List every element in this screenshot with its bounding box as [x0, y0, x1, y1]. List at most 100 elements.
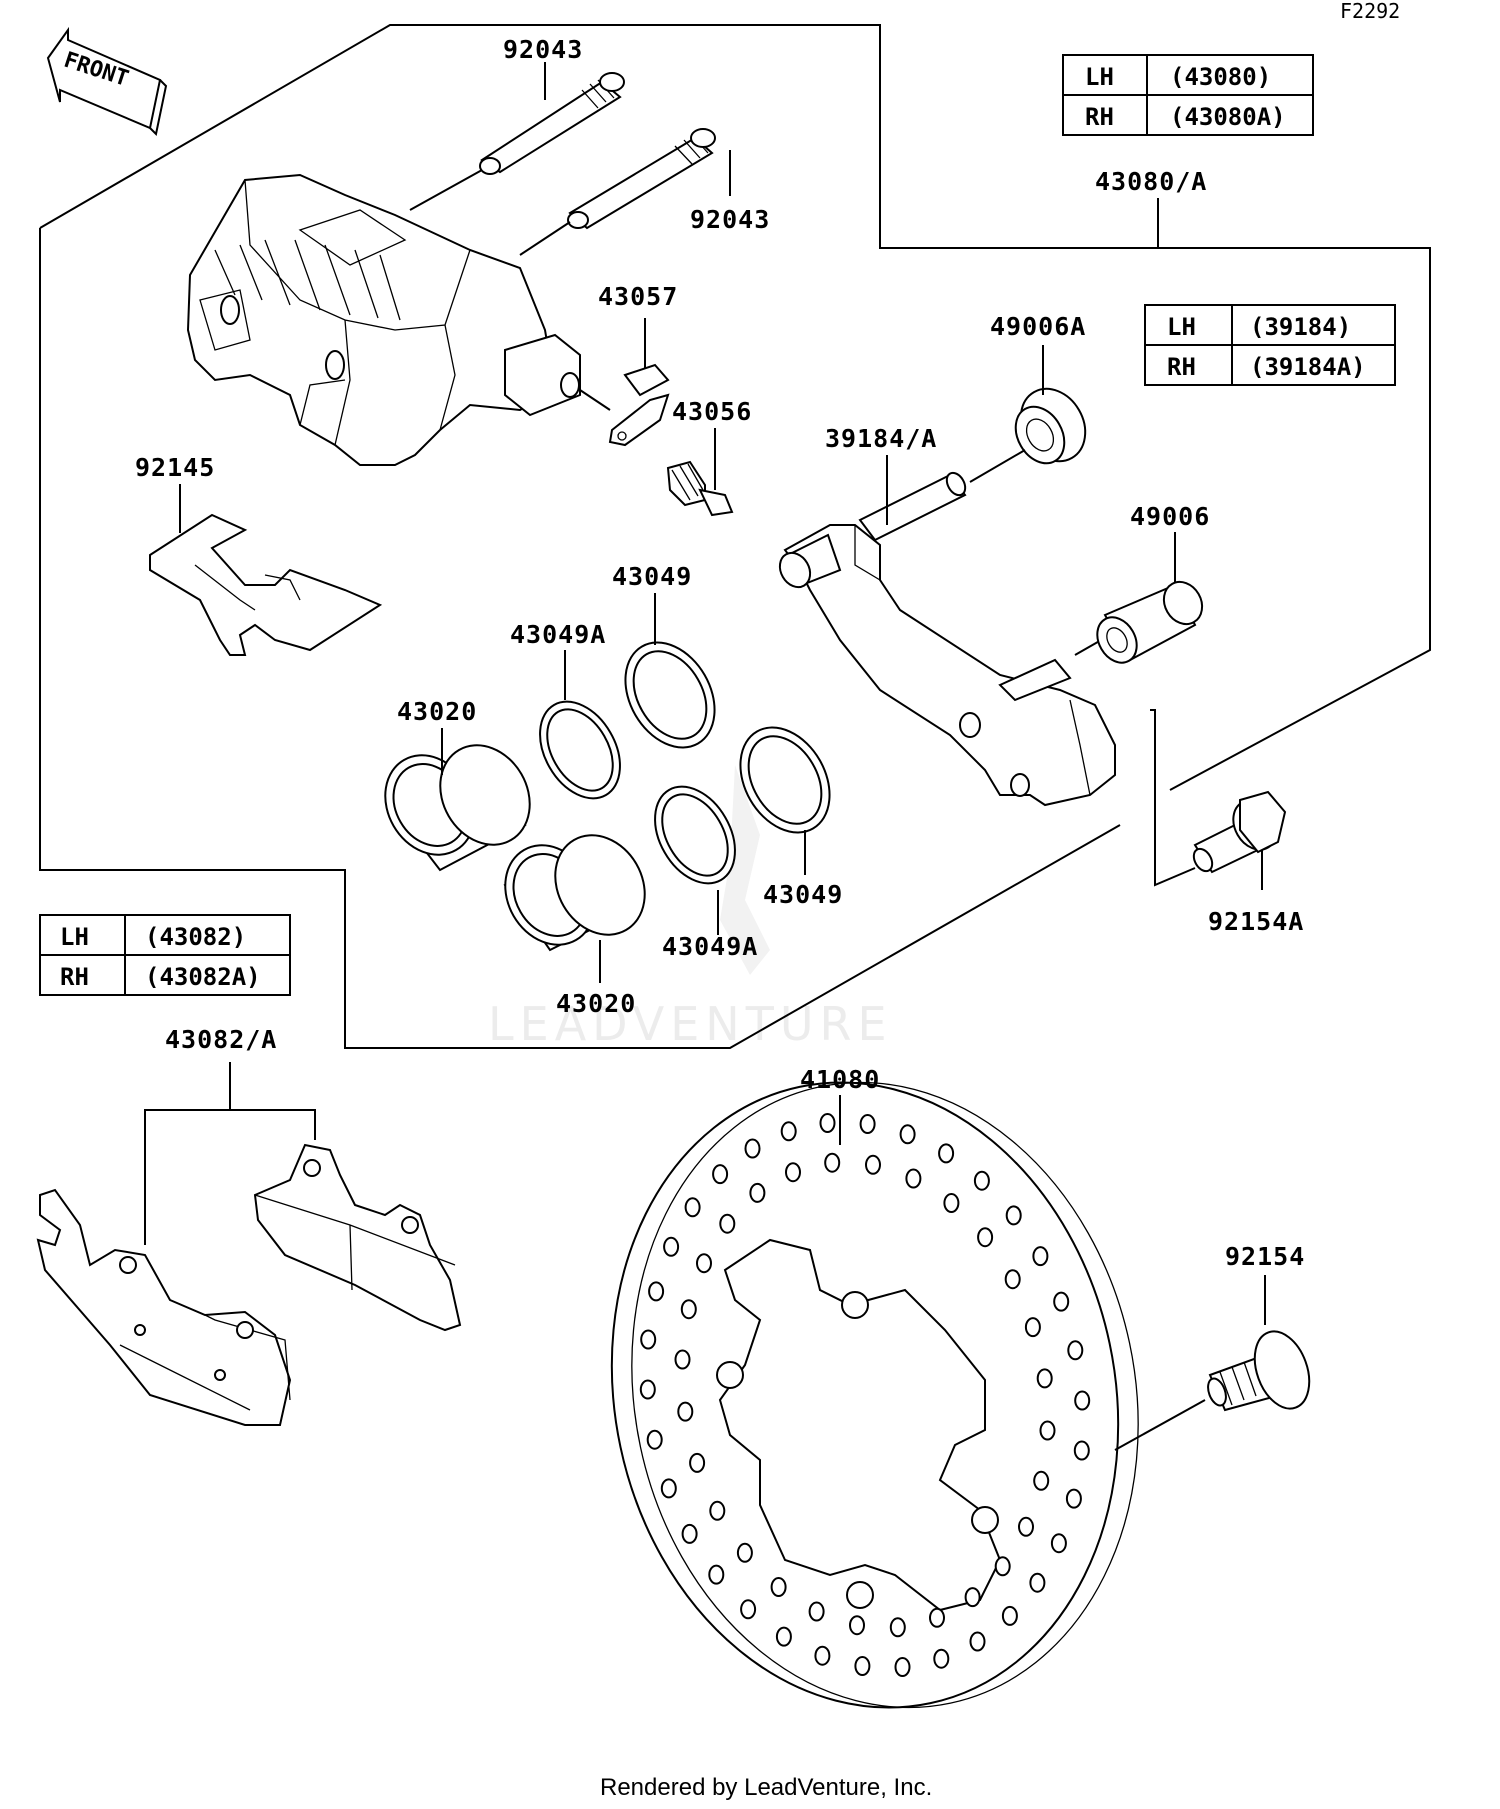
disc-hole [865, 1154, 881, 1175]
disc-hole [814, 1645, 831, 1666]
disc-hole [894, 1657, 911, 1677]
front-arrow-icon: FRONT [46, 26, 168, 137]
disc-hole [1067, 1340, 1084, 1361]
pin-lower [567, 128, 716, 230]
disc-bolt [1207, 1330, 1311, 1412]
disc-hole [973, 1170, 990, 1191]
part-label-49006: 49006 [1130, 502, 1210, 531]
part-label-43049-lower: 43049 [763, 880, 843, 909]
part-label-92154a: 92154A [1208, 907, 1304, 936]
pads-rh-label: RH [60, 963, 89, 991]
holder-rh-label: RH [1167, 353, 1196, 381]
part-label-43049a-upper: 43049A [510, 620, 606, 649]
disc-hole [1032, 1246, 1049, 1267]
holder-lh-label: LH [1167, 313, 1196, 341]
disc-hole [744, 1138, 761, 1159]
mounting-bolt-a [1192, 790, 1287, 874]
disc-hole [689, 1452, 706, 1473]
disc-hole [929, 1607, 945, 1628]
holder-variant-table: LH (39184) RH (39184A) [1144, 304, 1396, 386]
disc-hole [646, 1429, 663, 1450]
disc-hole [708, 1564, 725, 1585]
disc-hole [740, 1599, 757, 1620]
part-label-43056: 43056 [672, 397, 752, 426]
boot [1096, 580, 1204, 664]
disc-hole [749, 1182, 766, 1203]
disc-hole [648, 1281, 665, 1302]
watermark-logo-icon [720, 765, 770, 975]
piston-lower [503, 834, 646, 952]
part-label-39184-a: 39184/A [825, 424, 937, 453]
disc-hole [684, 1197, 701, 1218]
disc-hole [785, 1162, 801, 1183]
disc-hole [1029, 1572, 1046, 1593]
disc-hole [1004, 1269, 1021, 1290]
pad-spring [149, 513, 383, 656]
part-label-43049-upper: 43049 [612, 562, 692, 591]
disc-hole [977, 1227, 994, 1248]
caliper-holder [778, 471, 1116, 807]
disc-hole [712, 1164, 729, 1185]
disc-hole [994, 1556, 1011, 1577]
caliper-lh-label: LH [1085, 63, 1114, 91]
disc-hole [938, 1143, 955, 1164]
disc-hole [859, 1114, 876, 1134]
disc-hole [780, 1121, 797, 1142]
seal-a-upper [539, 700, 621, 800]
disc-hole [1005, 1205, 1022, 1226]
pads-lh-label: LH [60, 923, 89, 951]
disc-hole [640, 1329, 657, 1350]
caliper-rh-label: RH [1085, 103, 1114, 131]
disc-hole [889, 1617, 906, 1638]
brake-disc [610, 1081, 1139, 1709]
part-label-92154: 92154 [1225, 1242, 1305, 1271]
disc-hole [1001, 1605, 1018, 1626]
part-label-43020-upper: 43020 [397, 697, 477, 726]
disc-hole [1033, 1470, 1050, 1491]
part-label-41080: 41080 [800, 1065, 880, 1094]
bleeder-valve [666, 460, 734, 517]
disc-hole [854, 1656, 871, 1676]
disc-hole [680, 1299, 697, 1320]
part-label-43080-a: 43080/A [1095, 167, 1207, 196]
disc-hole [849, 1615, 865, 1636]
disc-hole [969, 1631, 986, 1652]
disc-hole [1018, 1516, 1034, 1537]
boot-a [1014, 387, 1087, 465]
part-label-43049a-lower: 43049A [662, 932, 758, 961]
caliper-rh-value: (43080A) [1170, 103, 1286, 131]
caliper-lh-value: (43080) [1170, 63, 1271, 91]
part-label-43057: 43057 [598, 282, 678, 311]
disc-hole [1053, 1291, 1070, 1312]
disc-hole [824, 1152, 841, 1173]
caliper-variant-table: LH (43080) RH (43080A) [1062, 54, 1314, 136]
disc-hole [1024, 1317, 1041, 1338]
part-label-43020-lower: 43020 [556, 989, 636, 1018]
seal-a-lower [654, 785, 736, 885]
disc-hole [933, 1648, 950, 1669]
pads-lh-value: (43082) [145, 923, 246, 951]
disc-hole [1065, 1488, 1082, 1509]
watermark: LEADVENTURE [488, 997, 893, 1051]
part-label-92043-lower: 92043 [690, 205, 770, 234]
disc-hole [905, 1168, 922, 1189]
disc-hole [1036, 1368, 1053, 1389]
holder-lh-value: (39184) [1250, 313, 1351, 341]
disc-hole [677, 1401, 694, 1422]
part-label-49006a: 49006A [990, 312, 1086, 341]
disc-hole [770, 1577, 787, 1597]
pads-variant-table: LH (43082) RH (43082A) [39, 914, 291, 996]
disc-hole [719, 1213, 736, 1234]
disc-hole [1074, 1390, 1091, 1411]
disc-hole [819, 1113, 836, 1133]
pin-upper [479, 72, 625, 175]
part-label-92145: 92145 [135, 453, 215, 482]
disc-hole [696, 1253, 712, 1274]
brake-pad-left [36, 1188, 292, 1426]
disc-hole [943, 1193, 960, 1213]
disc-hole [899, 1124, 916, 1145]
disc-hole [808, 1601, 825, 1622]
seal-lower [739, 726, 831, 834]
caliper-kit-boundary [39, 24, 1431, 791]
